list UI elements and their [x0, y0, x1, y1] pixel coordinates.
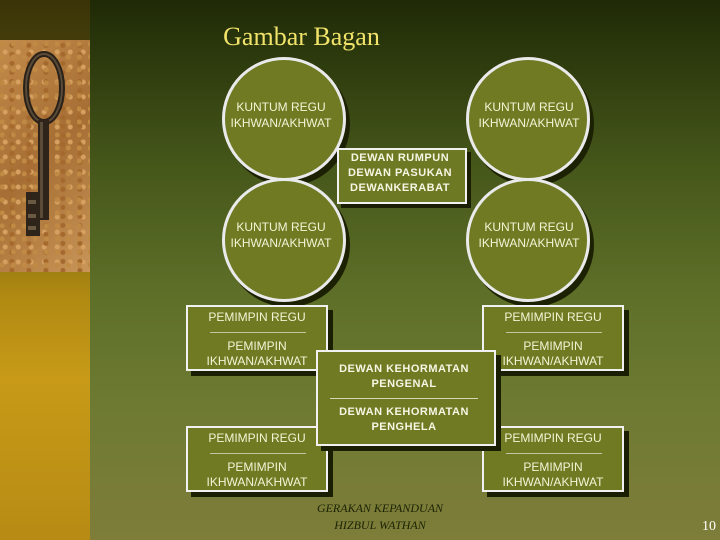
pemimpin-label-top-right: PEMIMPIN REGU PEMIMPIN IKHWAN/AKHWAT: [482, 310, 624, 369]
dewan-center-box: [337, 148, 467, 204]
honor-divider: [330, 398, 478, 399]
pemimpin-divider: [506, 453, 602, 454]
pemimpin-label-bottom-right: PEMIMPIN REGU PEMIMPIN IKHWAN/AKHWAT: [482, 431, 624, 490]
kuntum-circle-bottom-left: [222, 178, 346, 302]
kuntum-label-line2: IKHWAN/AKHWAT: [478, 116, 580, 130]
pemimpin-divider: [210, 332, 306, 333]
dewan-kehormatan-label: DEWAN KEHORMATAN: [339, 406, 469, 418]
kuntum-label-bottom-right: KUNTUM REGU IKHWAN/AKHWAT: [470, 219, 588, 251]
pemimpin-label: PEMIMPIN: [227, 339, 287, 353]
pemimpin-label: PEMIMPIN: [523, 460, 583, 474]
pemimpin-divider: [210, 453, 306, 454]
pemimpin-box-top-right: [482, 305, 624, 371]
pemimpin-box-top-left: [186, 305, 328, 371]
pemimpin-label: PEMIMPIN: [523, 339, 583, 353]
kuntum-label-line2: IKHWAN/AKHWAT: [230, 236, 332, 250]
ikhwan-akhwat-label: IKHWAN/AKHWAT: [502, 354, 604, 368]
kuntum-label-line1: KUNTUM REGU: [484, 220, 574, 234]
kuntum-label-top-right: KUNTUM REGU IKHWAN/AKHWAT: [470, 99, 588, 131]
pemimpin-box-bottom-right: [482, 426, 624, 492]
kuntum-label-top-left: KUNTUM REGU IKHWAN/AKHWAT: [222, 99, 340, 131]
pemimpin-regu-label: PEMIMPIN REGU: [208, 431, 306, 445]
pemimpin-divider: [506, 332, 602, 333]
footer-line2: HIZBUL WATHAN: [334, 518, 426, 532]
page-number: 10: [702, 519, 716, 534]
kuntum-label-line1: KUNTUM REGU: [484, 100, 574, 114]
slide-title: Gambar Bagan: [223, 22, 380, 51]
penghela-label: PENGHELA: [371, 421, 437, 433]
dewan-kehormatan-penghela: DEWAN KEHORMATAN PENGHELA: [316, 405, 492, 435]
footer-organization: GERAKAN KEPANDUAN HIZBUL WATHAN: [300, 500, 460, 534]
slide-title-wrap: Gambar Bagan: [0, 22, 720, 52]
dewan-rumpun-label: DEWAN RUMPUN: [350, 152, 450, 164]
ikhwan-akhwat-label: IKHWAN/AKHWAT: [502, 475, 604, 489]
kuntum-label-line2: IKHWAN/AKHWAT: [230, 116, 332, 130]
pemimpin-regu-label: PEMIMPIN REGU: [504, 431, 602, 445]
dewan-pasukan-label: DEWAN PASUKAN: [347, 167, 453, 179]
dewan-center-text: DEWAN RUMPUN DEWAN PASUKAN DEWANKERABAT: [337, 151, 463, 196]
dewan-kehormatan-label: DEWAN KEHORMATAN: [339, 363, 469, 375]
pemimpin-label-bottom-left: PEMIMPIN REGU PEMIMPIN IKHWAN/AKHWAT: [186, 431, 328, 490]
pemimpin-label-top-left: PEMIMPIN REGU PEMIMPIN IKHWAN/AKHWAT: [186, 310, 328, 369]
key-icon: [23, 51, 65, 236]
footer-line1: GERAKAN KEPANDUAN: [316, 501, 444, 515]
ikhwan-akhwat-label: IKHWAN/AKHWAT: [206, 354, 308, 368]
kuntum-label-bottom-left: KUNTUM REGU IKHWAN/AKHWAT: [222, 219, 340, 251]
kuntum-circle-bottom-right: [466, 178, 590, 302]
dewan-kehormatan-pengenal: DEWAN KEHORMATAN PENGENAL: [316, 362, 492, 392]
pemimpin-box-bottom-left: [186, 426, 328, 492]
kuntum-circle-top-right: [466, 57, 590, 181]
pemimpin-regu-label: PEMIMPIN REGU: [208, 310, 306, 324]
pemimpin-label: PEMIMPIN: [227, 460, 287, 474]
old-key-image: [0, 40, 90, 272]
pengenal-label: PENGENAL: [371, 378, 437, 390]
kuntum-label-line1: KUNTUM REGU: [236, 220, 326, 234]
kuntum-label-line2: IKHWAN/AKHWAT: [478, 236, 580, 250]
dewan-kerabat-label: DEWANKERABAT: [350, 182, 450, 194]
pemimpin-regu-label: PEMIMPIN REGU: [504, 310, 602, 324]
ikhwan-akhwat-label: IKHWAN/AKHWAT: [206, 475, 308, 489]
kuntum-label-line1: KUNTUM REGU: [236, 100, 326, 114]
